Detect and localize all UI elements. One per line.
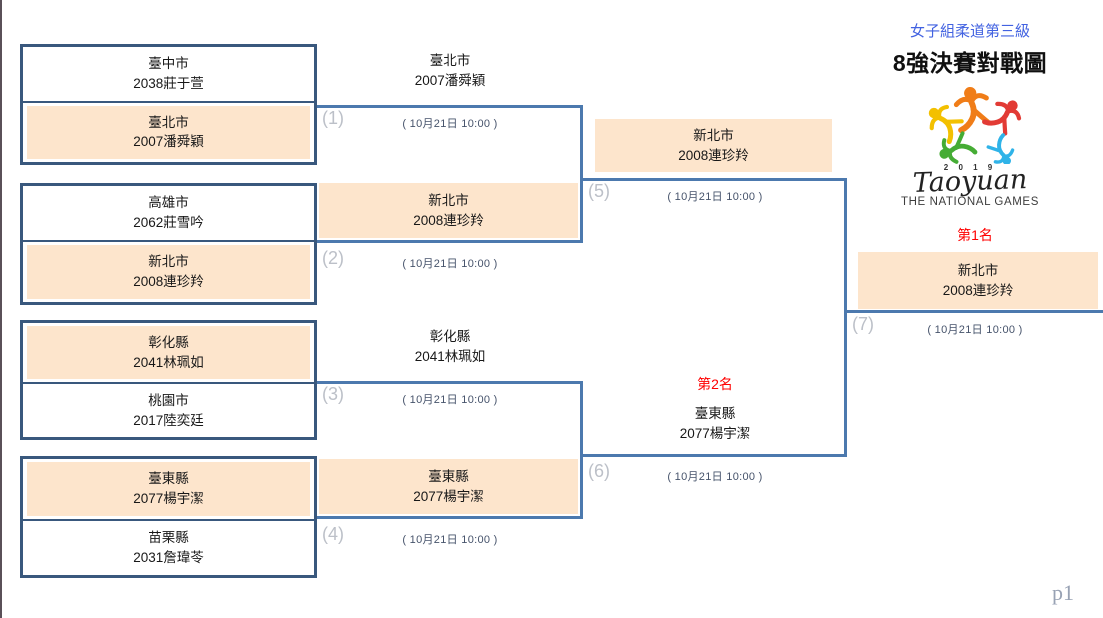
round1-match2-box: 高雄市 2062莊雪吟 新北市 2008連珍羚: [20, 183, 317, 305]
match3-note: (3) ( 10月21日 10:00 ): [319, 384, 581, 407]
entry-city: 彰化縣: [429, 329, 471, 344]
logo-year: 2 0 1 9: [943, 163, 997, 172]
entry-athlete: 2007潘舜穎: [414, 73, 486, 89]
match3-number: (3): [322, 384, 344, 404]
match2-number: (2): [322, 248, 344, 268]
match5-number: (5): [588, 181, 610, 201]
window-left-edge: [0, 0, 2, 618]
champion-output-line: [847, 310, 1103, 313]
sf1-advancer-from-m2-winner: 新北市 2008連珍羚: [319, 183, 578, 238]
entry-city: 臺東縣: [428, 468, 469, 484]
entry-city: 臺北市: [429, 53, 471, 68]
sf1-advancer-from-m1: 臺北市 2007潘舜穎: [317, 51, 583, 92]
r1-entry-2-winner: 臺北市 2007潘舜穎: [23, 103, 314, 163]
runner-up-name: 臺東縣 2077楊宇潔: [583, 404, 847, 445]
entry-athlete: 2041林珮如: [414, 349, 486, 365]
entry-city: 彰化縣: [148, 334, 189, 350]
match4-number: (4): [322, 524, 344, 544]
category-title: 女子組柔道第三級: [909, 23, 1030, 40]
page-number: p1: [1052, 580, 1074, 605]
page-title: 8強決賽對戰圖: [892, 50, 1048, 76]
entry-city: 臺中市: [148, 56, 189, 72]
logo-subtitle: THE NATIONAL GAMES: [901, 196, 1039, 208]
r1-entry-7-winner: 臺東縣 2077楊宇潔: [23, 459, 314, 521]
match2-note: (2) ( 10月21日 10:00 ): [319, 248, 581, 271]
match1-note: (1) ( 10月21日 10:00 ): [319, 108, 581, 131]
champion-box-winner: 新北市 2008連珍羚: [858, 252, 1098, 309]
entry-city: 新北市: [148, 254, 189, 270]
national-games-logo-icon: [923, 86, 1027, 164]
r1-entry-8: 苗栗縣 2031詹瑋苓: [23, 521, 314, 575]
entry-athlete: 2077楊宇潔: [133, 491, 204, 506]
match7-time: ( 10月21日 10:00 ): [927, 324, 1023, 336]
r1-entry-5-winner: 彰化縣 2041林珮如: [23, 323, 314, 384]
entry-athlete: 2008連珍羚: [133, 274, 204, 289]
r1-entry-3: 高雄市 2062莊雪吟: [23, 186, 314, 242]
match6-time: ( 10月21日 10:00 ): [667, 471, 763, 483]
first-place-label: 第1名: [957, 227, 993, 243]
match4-note: (4) ( 10月21日 10:00 ): [319, 524, 581, 547]
sf1-connector-box: 新北市 2008連珍羚: [317, 105, 583, 243]
sf2-advancer-from-m4-winner: 臺東縣 2077楊宇潔: [319, 459, 578, 514]
match2-time: ( 10月21日 10:00 ): [402, 258, 498, 270]
match7-number: (7): [852, 314, 874, 334]
entry-athlete: 2031詹瑋苓: [133, 550, 204, 565]
entry-city: 新北市: [693, 127, 734, 143]
entry-city: 臺東縣: [694, 406, 736, 421]
match1-number: (1): [322, 108, 344, 128]
round1-match1-box: 臺中市 2038莊于萱 臺北市 2007潘舜穎: [20, 44, 317, 165]
match5-note: (5) ( 10月21日 10:00 ): [585, 181, 845, 204]
entry-athlete: 2077楊宇潔: [679, 426, 751, 442]
entry-athlete: 2008連珍羚: [413, 212, 484, 228]
round1-match4-box: 臺東縣 2077楊宇潔 苗栗縣 2031詹瑋苓: [20, 456, 317, 578]
entry-athlete: 2077楊宇潔: [413, 488, 484, 504]
entry-athlete: 2062莊雪吟: [133, 215, 204, 230]
second-place-label: 第2名: [697, 376, 733, 392]
entry-city: 臺北市: [148, 114, 189, 130]
entry-athlete: 2008連珍羚: [678, 147, 749, 163]
match6-note: (6) ( 10月21日 10:00 ): [585, 461, 845, 484]
entry-athlete: 2007潘舜穎: [133, 134, 204, 150]
final-advancer-from-m5-winner: 新北市 2008連珍羚: [595, 119, 832, 172]
entry-city: 新北市: [957, 262, 999, 278]
entry-city: 臺東縣: [148, 471, 189, 487]
runner-up-block: 第2名 臺東縣 2077楊宇潔: [583, 374, 847, 445]
round1-match3-box: 彰化縣 2041林珮如 桃園市 2017陸奕廷: [20, 320, 317, 440]
match6-number: (6): [588, 461, 610, 481]
entry-city: 新北市: [428, 192, 469, 208]
match3-time: ( 10月21日 10:00 ): [402, 394, 498, 406]
match1-time: ( 10月21日 10:00 ): [402, 118, 498, 130]
entry-athlete: 2017陸奕廷: [133, 412, 204, 428]
entry-city: 桃園市: [148, 392, 189, 408]
r1-entry-1: 臺中市 2038莊于萱: [23, 47, 314, 103]
match7-note: (7) ( 10月21日 10:00 ): [849, 314, 1101, 337]
match5-time: ( 10月21日 10:00 ): [667, 191, 763, 203]
entry-city: 高雄市: [148, 195, 189, 211]
sf2-connector-box: 臺東縣 2077楊宇潔: [317, 381, 583, 519]
r1-entry-6: 桃園市 2017陸奕廷: [23, 384, 314, 437]
match4-time: ( 10月21日 10:00 ): [402, 534, 498, 546]
entry-athlete: 2038莊于萱: [133, 75, 204, 91]
entry-athlete: 2041林珮如: [133, 354, 204, 370]
r1-entry-4-winner: 新北市 2008連珍羚: [23, 242, 314, 302]
entry-athlete: 2008連珍羚: [942, 282, 1014, 298]
entry-city: 苗栗縣: [148, 530, 189, 546]
sf2-advancer-from-m3: 彰化縣 2041林珮如: [317, 327, 583, 368]
final-connector-box: [583, 178, 847, 457]
